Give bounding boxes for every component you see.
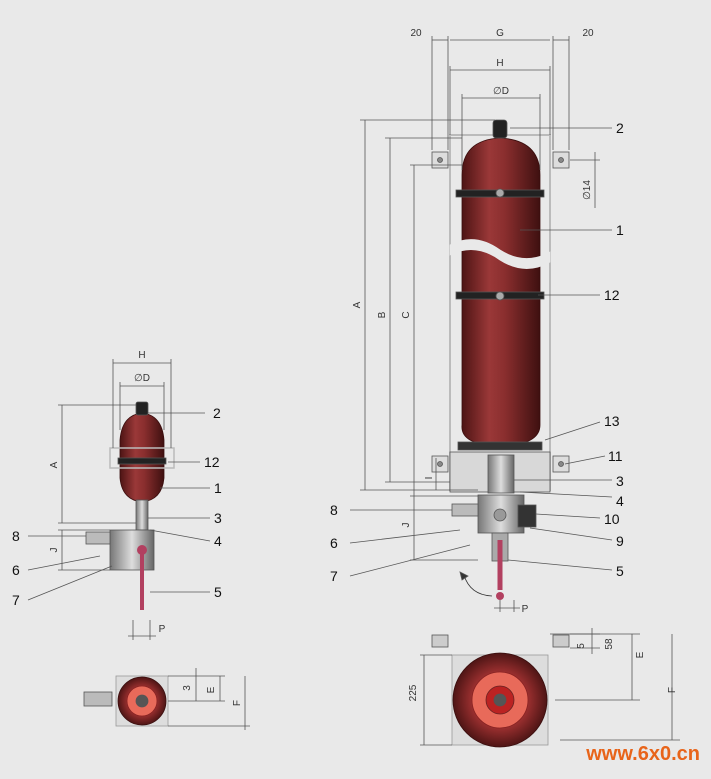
callout-5-large: 5 <box>616 563 624 579</box>
dim-g: G <box>496 28 504 39</box>
callout-2-large: 2 <box>616 120 624 136</box>
dim-3: 3 <box>182 685 193 691</box>
dim-e-large: E <box>635 651 646 658</box>
pressure-port <box>451 503 479 517</box>
dim-j-large: J <box>401 523 412 528</box>
callout-5-small: 5 <box>214 584 222 600</box>
callout-13: 13 <box>604 413 620 429</box>
callout-1-small: 1 <box>214 480 222 496</box>
callout-8-small: 8 <box>12 528 20 544</box>
callout-8-large: 8 <box>330 502 338 518</box>
break-mark <box>449 239 551 269</box>
callout-6-large: 6 <box>330 535 338 551</box>
dim-j-small: J <box>49 548 60 553</box>
dim-a-large: A <box>352 301 363 308</box>
dim-d14: ∅14 <box>582 180 593 200</box>
dim-b: B <box>377 311 388 318</box>
dim-20-right: 20 <box>582 28 594 39</box>
callout-7-small: 7 <box>12 592 20 608</box>
callout-12-small: 12 <box>204 454 220 470</box>
dim-20-left: 20 <box>410 28 422 39</box>
callout-3-small: 3 <box>214 510 222 526</box>
dim-i: I <box>424 477 435 480</box>
callout-4-small: 4 <box>214 533 222 549</box>
callout-10: 10 <box>604 511 620 527</box>
safety-block-small <box>109 529 155 571</box>
support-ring <box>457 441 543 451</box>
dim-d-small: ∅D <box>134 373 150 384</box>
vessel-small <box>119 412 165 503</box>
dim-5: 5 <box>576 643 587 649</box>
dim-h-large: H <box>496 58 503 69</box>
callout-12-large: 12 <box>604 287 620 303</box>
adapter <box>487 454 515 494</box>
callout-3-large: 3 <box>616 473 624 489</box>
dim-58: 58 <box>604 638 615 650</box>
dim-h-small: H <box>138 350 145 361</box>
dim-e-small: E <box>206 686 217 693</box>
callout-4-large: 4 <box>616 493 624 509</box>
gas-valve-large <box>492 119 508 139</box>
top-view-small <box>83 668 250 730</box>
dim-f-small: F <box>232 700 243 706</box>
callout-6-small: 6 <box>12 562 20 578</box>
callout-11: 11 <box>608 448 623 464</box>
callout-9: 9 <box>616 533 624 549</box>
labels: 20 G 20 H ∅D A B C I J ∅14 P 2 1 12 13 1… <box>12 28 700 765</box>
top-view-large <box>420 628 680 748</box>
dim-p-small: P <box>159 624 166 635</box>
callout-2-small: 2 <box>213 405 221 421</box>
large-view <box>349 36 613 612</box>
watermark: www.6x0.cn <box>585 743 700 765</box>
dim-f-large: F <box>667 687 678 693</box>
dim-a-small: A <box>49 461 60 468</box>
callout-1-large: 1 <box>616 222 624 238</box>
small-view <box>27 359 211 640</box>
solenoid <box>517 504 537 528</box>
dim-225: 225 <box>408 684 419 701</box>
dim-p-large: P <box>522 604 529 615</box>
callout-7-large: 7 <box>330 568 338 584</box>
dim-d-large: ∅D <box>493 86 509 97</box>
dim-c: C <box>401 311 412 318</box>
